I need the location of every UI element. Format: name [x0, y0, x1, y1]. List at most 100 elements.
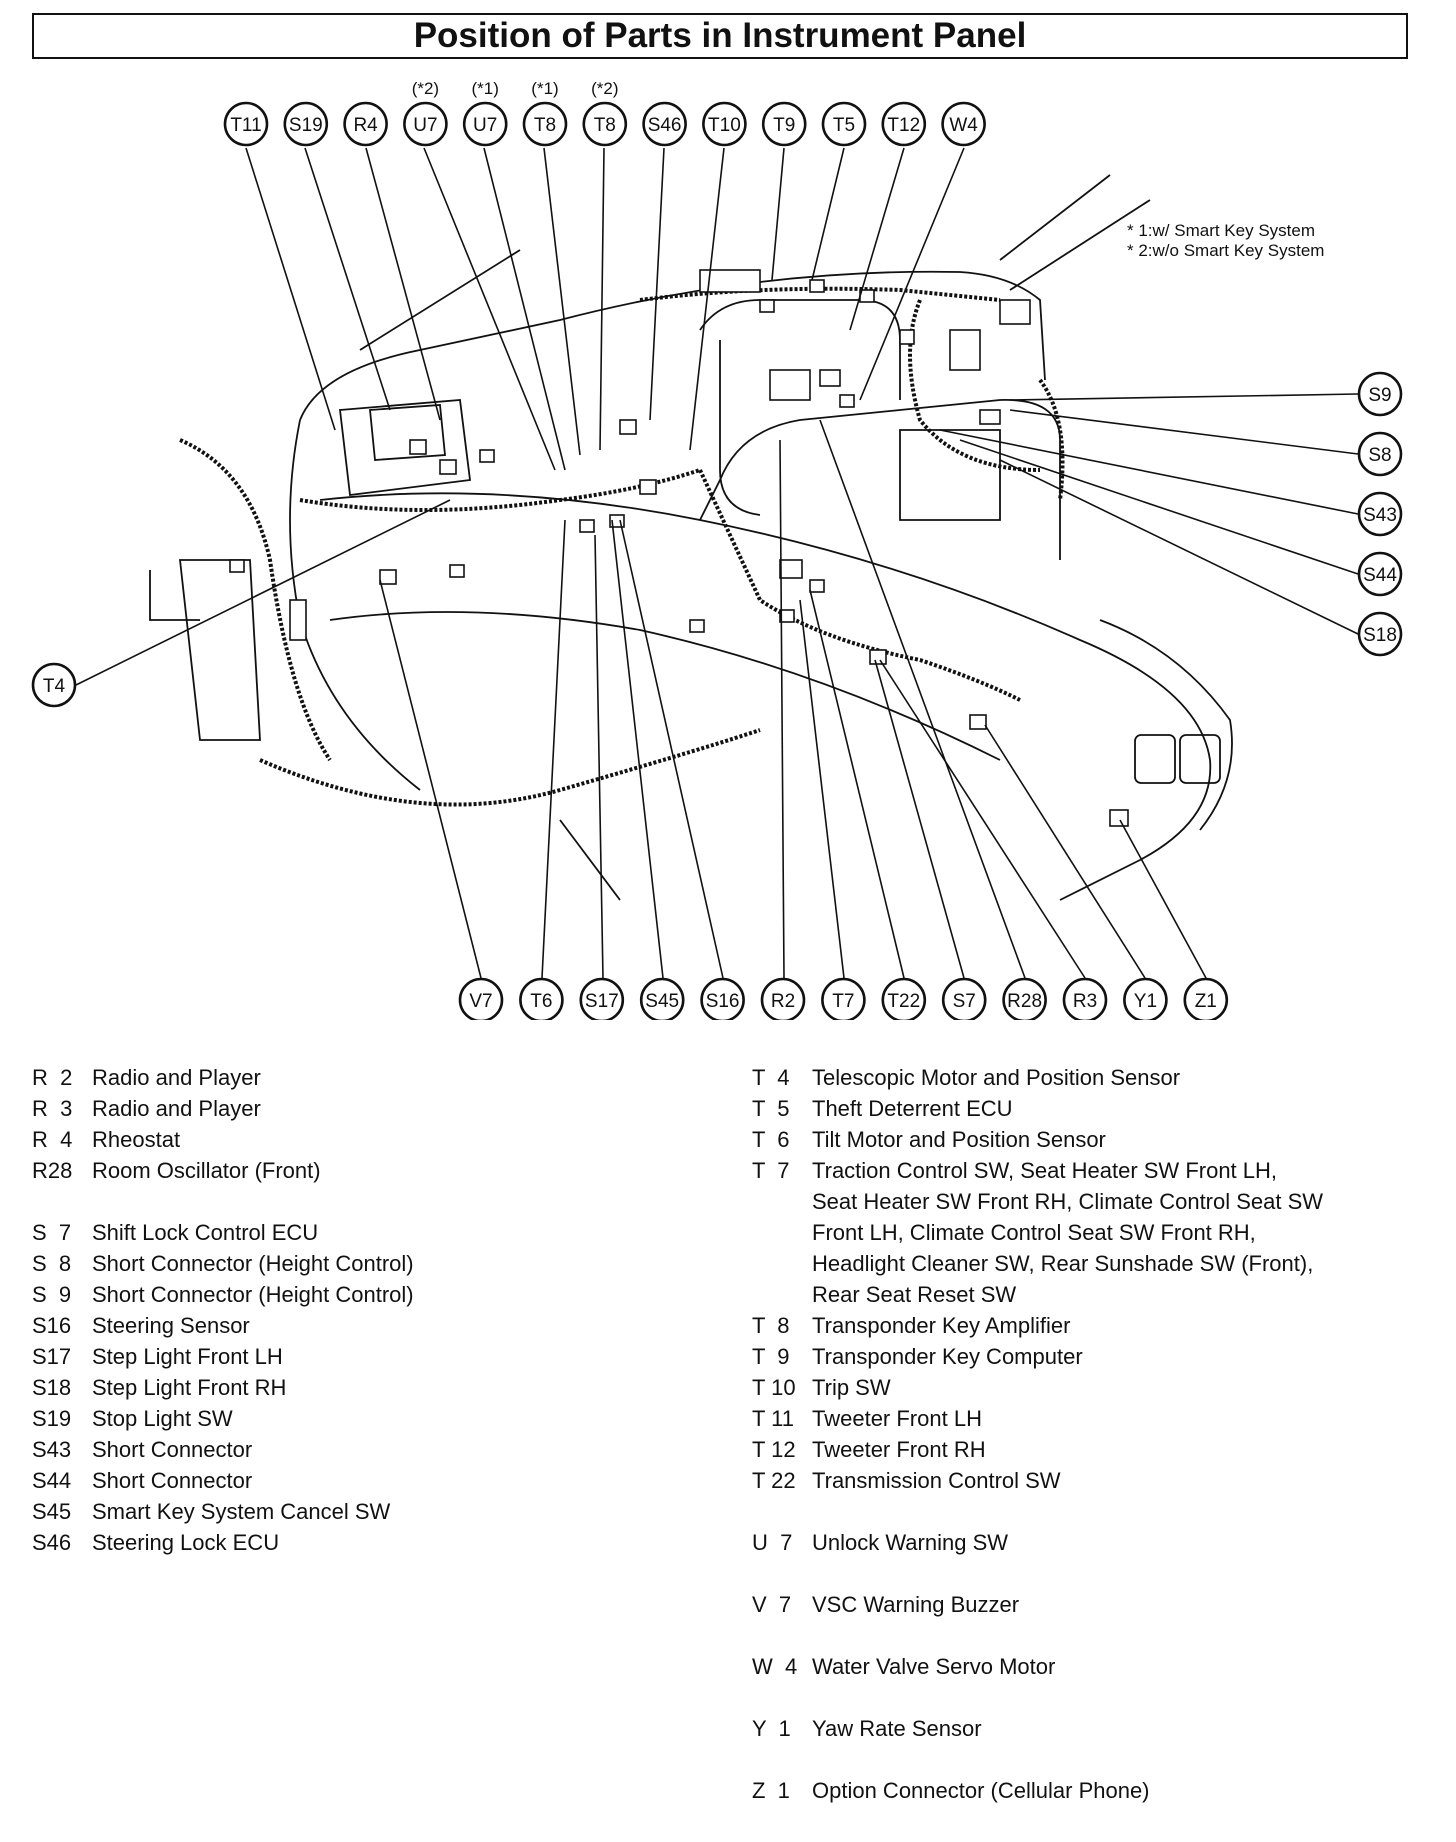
legend-description: Trip SW [812, 1375, 891, 1400]
legend-description: Shift Lock Control ECU [92, 1220, 319, 1245]
legend-code: S16 [32, 1313, 72, 1338]
callout-v7: V7 [458, 977, 504, 1020]
callout-circle [881, 977, 927, 1020]
legend-code: S19 [32, 1406, 72, 1431]
callout-z1: Z1 [1183, 977, 1229, 1020]
callout-label: S16 [706, 991, 740, 1012]
callout-variant-note: (*2) [591, 79, 618, 98]
legend-spacer [752, 1496, 812, 1527]
callout-circle [760, 977, 806, 1020]
callout-circle [403, 101, 448, 147]
legend-description: Tweeter Front RH [812, 1437, 986, 1462]
callout-s43: S43 [1357, 491, 1403, 537]
callout-label: T9 [773, 115, 795, 136]
callout-t11: T11 [223, 101, 269, 147]
callout-r28: R28 [1002, 977, 1047, 1020]
instrument-panel-diagram: * 1:w/ Smart Key System * 2:w/o Smart Ke… [31, 79, 1403, 1020]
legend-code: Z 1 [752, 1778, 790, 1803]
legend-code: R28 [32, 1158, 73, 1183]
callout-circle [343, 101, 388, 147]
note-smart-key: * 1:w/ Smart Key System [1127, 221, 1315, 240]
legend-description: Step Light Front LH [92, 1344, 283, 1369]
title-box: Position of Parts in Instrument Panel [32, 13, 1408, 59]
legend-code: S 9 [32, 1282, 72, 1307]
legend-description: Steering Sensor [92, 1313, 250, 1338]
legend-row: S44 Short Connector [32, 1465, 252, 1496]
callout-s46: S46 [642, 101, 687, 147]
callout-circle [1183, 977, 1229, 1020]
callout-circle [1357, 431, 1403, 477]
legend-code: S 7 [32, 1220, 72, 1245]
legend-row: T 12 Tweeter Front RH [752, 1434, 986, 1465]
callout-circle [642, 101, 687, 147]
panel-drawing [149, 174, 1233, 901]
callout-circle [702, 101, 747, 147]
callout-label: T8 [594, 115, 616, 136]
legend-row: T 10 Trip SW [752, 1372, 891, 1403]
legend-spacer [752, 1558, 812, 1589]
legend-code: S45 [32, 1499, 72, 1524]
legend-description: Unlock Warning SW [812, 1530, 1009, 1555]
leader-lines [75, 147, 1359, 979]
callout-label: T4 [43, 676, 66, 697]
callout-t5: T5 [821, 101, 867, 147]
legend-code: Y 1 [752, 1716, 791, 1741]
legend-code: S 8 [32, 1251, 72, 1276]
legend-spacer [752, 1744, 812, 1775]
callout-label: S45 [645, 991, 679, 1012]
callout-label: S18 [1363, 625, 1397, 646]
callout-label: T12 [887, 115, 920, 136]
callout-s9: S9 [1357, 371, 1403, 417]
legend-description: Option Connector (Cellular Phone) [812, 1778, 1150, 1803]
callout-t9: T9 [761, 101, 807, 147]
legend-description: Room Oscillator (Front) [92, 1158, 321, 1183]
callout-u7: U7 [403, 101, 448, 147]
legend-code: T 7 [752, 1158, 790, 1183]
callout-circle [821, 101, 867, 147]
callout-circle [1002, 977, 1047, 1020]
note-no-smart-key: * 2:w/o Smart Key System [1127, 241, 1324, 260]
legend-row: S16 Steering Sensor [32, 1310, 250, 1341]
legend-code: W 4 [752, 1654, 798, 1679]
callout-s17: S17 [579, 977, 625, 1020]
legend-description: Yaw Rate Sensor [812, 1716, 982, 1741]
legend-description: Short Connector [92, 1468, 253, 1493]
legend-code: T 4 [752, 1065, 790, 1090]
callout-t12: T12 [881, 101, 927, 147]
legend-code: T 10 [752, 1375, 796, 1400]
legend-code: T 22 [752, 1468, 796, 1493]
callout-circle [1357, 491, 1403, 537]
legend-code: R 4 [32, 1127, 73, 1152]
callout-label: U7 [473, 115, 497, 136]
legend-spacer [752, 1682, 812, 1713]
legend-description: Tweeter Front LH [812, 1406, 982, 1431]
legend-description: Short Connector [92, 1437, 253, 1462]
legend-code: T 12 [752, 1437, 796, 1462]
legend-code: S44 [32, 1468, 72, 1493]
legend-row: Z 1 Option Connector (Cellular Phone) [752, 1775, 1150, 1806]
legend-spacer [752, 1620, 812, 1651]
callout-circle [1357, 611, 1403, 657]
callout-circle [458, 977, 504, 1020]
callout-t7: T7 [821, 977, 866, 1020]
callout-label: Y1 [1134, 991, 1157, 1012]
legend-code: S18 [32, 1375, 72, 1400]
callout-u7: U7 [462, 101, 508, 147]
callout-t10: T10 [702, 101, 747, 147]
callout-circle [1062, 977, 1108, 1020]
